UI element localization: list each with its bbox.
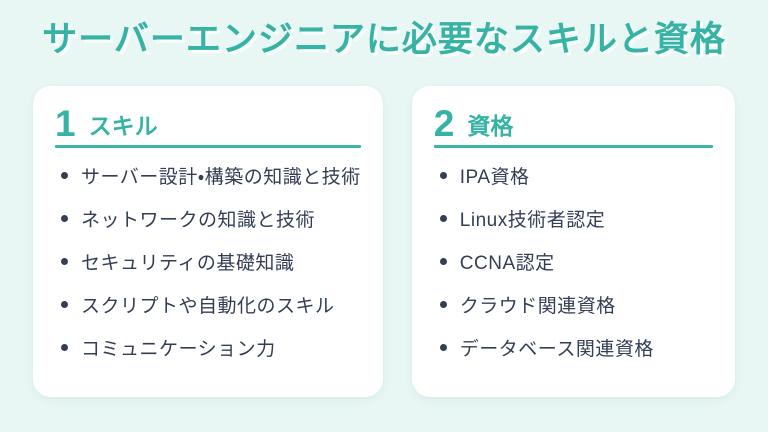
list-item: Linux技術者認定	[439, 207, 713, 231]
list-item: セキュリティの基礎知識	[61, 250, 361, 274]
list-item-text: ネットワークの知識と技術	[81, 209, 316, 231]
list-item: クラウド関連資格	[439, 293, 713, 317]
qualifications-card-header: 2 資格	[433, 103, 713, 144]
section-heading: 資格	[467, 112, 514, 139]
skills-card-header: 1 スキル	[55, 103, 361, 144]
list-item-text: データベース関連資格	[459, 338, 654, 360]
section-number: 2	[433, 103, 455, 144]
skills-card: 1 スキル サーバー設計・構築の知識と技術 ネットワークの知識と技術 セキュリテ…	[33, 86, 383, 397]
list-item-text: コミュニケーション力	[81, 338, 276, 360]
list-item: コミュニケーション力	[61, 336, 361, 360]
bullet-icon	[61, 171, 68, 179]
list-item-text: Linux技術者認定	[459, 209, 606, 231]
section-heading: スキル	[88, 112, 158, 139]
list-item-text: IPA資格	[459, 166, 530, 188]
list-item-text: スクリプトや自動化のスキル	[81, 295, 335, 317]
bullet-icon	[439, 257, 447, 265]
bullet-icon	[439, 214, 447, 222]
skills-bullet-list: サーバー設計・構築の知識と技術 ネットワークの知識と技術 セキュリティの基礎知識…	[55, 164, 361, 360]
list-item: サーバー設計・構築の知識と技術	[61, 164, 361, 188]
cards-row: 1 スキル サーバー設計・構築の知識と技術 ネットワークの知識と技術 セキュリテ…	[0, 86, 768, 397]
list-item: ネットワークの知識と技術	[61, 207, 361, 231]
header-underline	[55, 145, 361, 148]
bullet-icon	[439, 343, 447, 351]
list-item: データベース関連資格	[439, 336, 713, 360]
list-item-text: サーバー設計・構築の知識と技術	[81, 166, 361, 188]
list-item-text: クラウド関連資格	[459, 295, 616, 317]
page-title: サーバーエンジニアに必要なスキルと資格	[42, 20, 726, 59]
list-item: CCNA認定	[439, 250, 713, 274]
list-item-text: セキュリティの基礎知識	[81, 252, 295, 274]
bullet-icon	[61, 343, 68, 351]
qualifications-card: 2 資格 IPA資格 Linux技術者認定 CCNA認定	[411, 86, 735, 397]
list-item: IPA資格	[439, 164, 713, 188]
bullet-icon	[61, 214, 68, 222]
bullet-icon	[61, 300, 68, 308]
section-number: 1	[55, 103, 76, 144]
list-item: スクリプトや自動化のスキル	[61, 293, 361, 317]
list-item-text: CCNA認定	[459, 252, 555, 274]
bullet-icon	[439, 300, 447, 308]
bullet-icon	[61, 257, 68, 265]
bullet-icon	[439, 171, 447, 179]
header-underline	[433, 145, 713, 148]
qualifications-bullet-list: IPA資格 Linux技術者認定 CCNA認定 クラウド関連資格 データベース関…	[434, 164, 713, 360]
